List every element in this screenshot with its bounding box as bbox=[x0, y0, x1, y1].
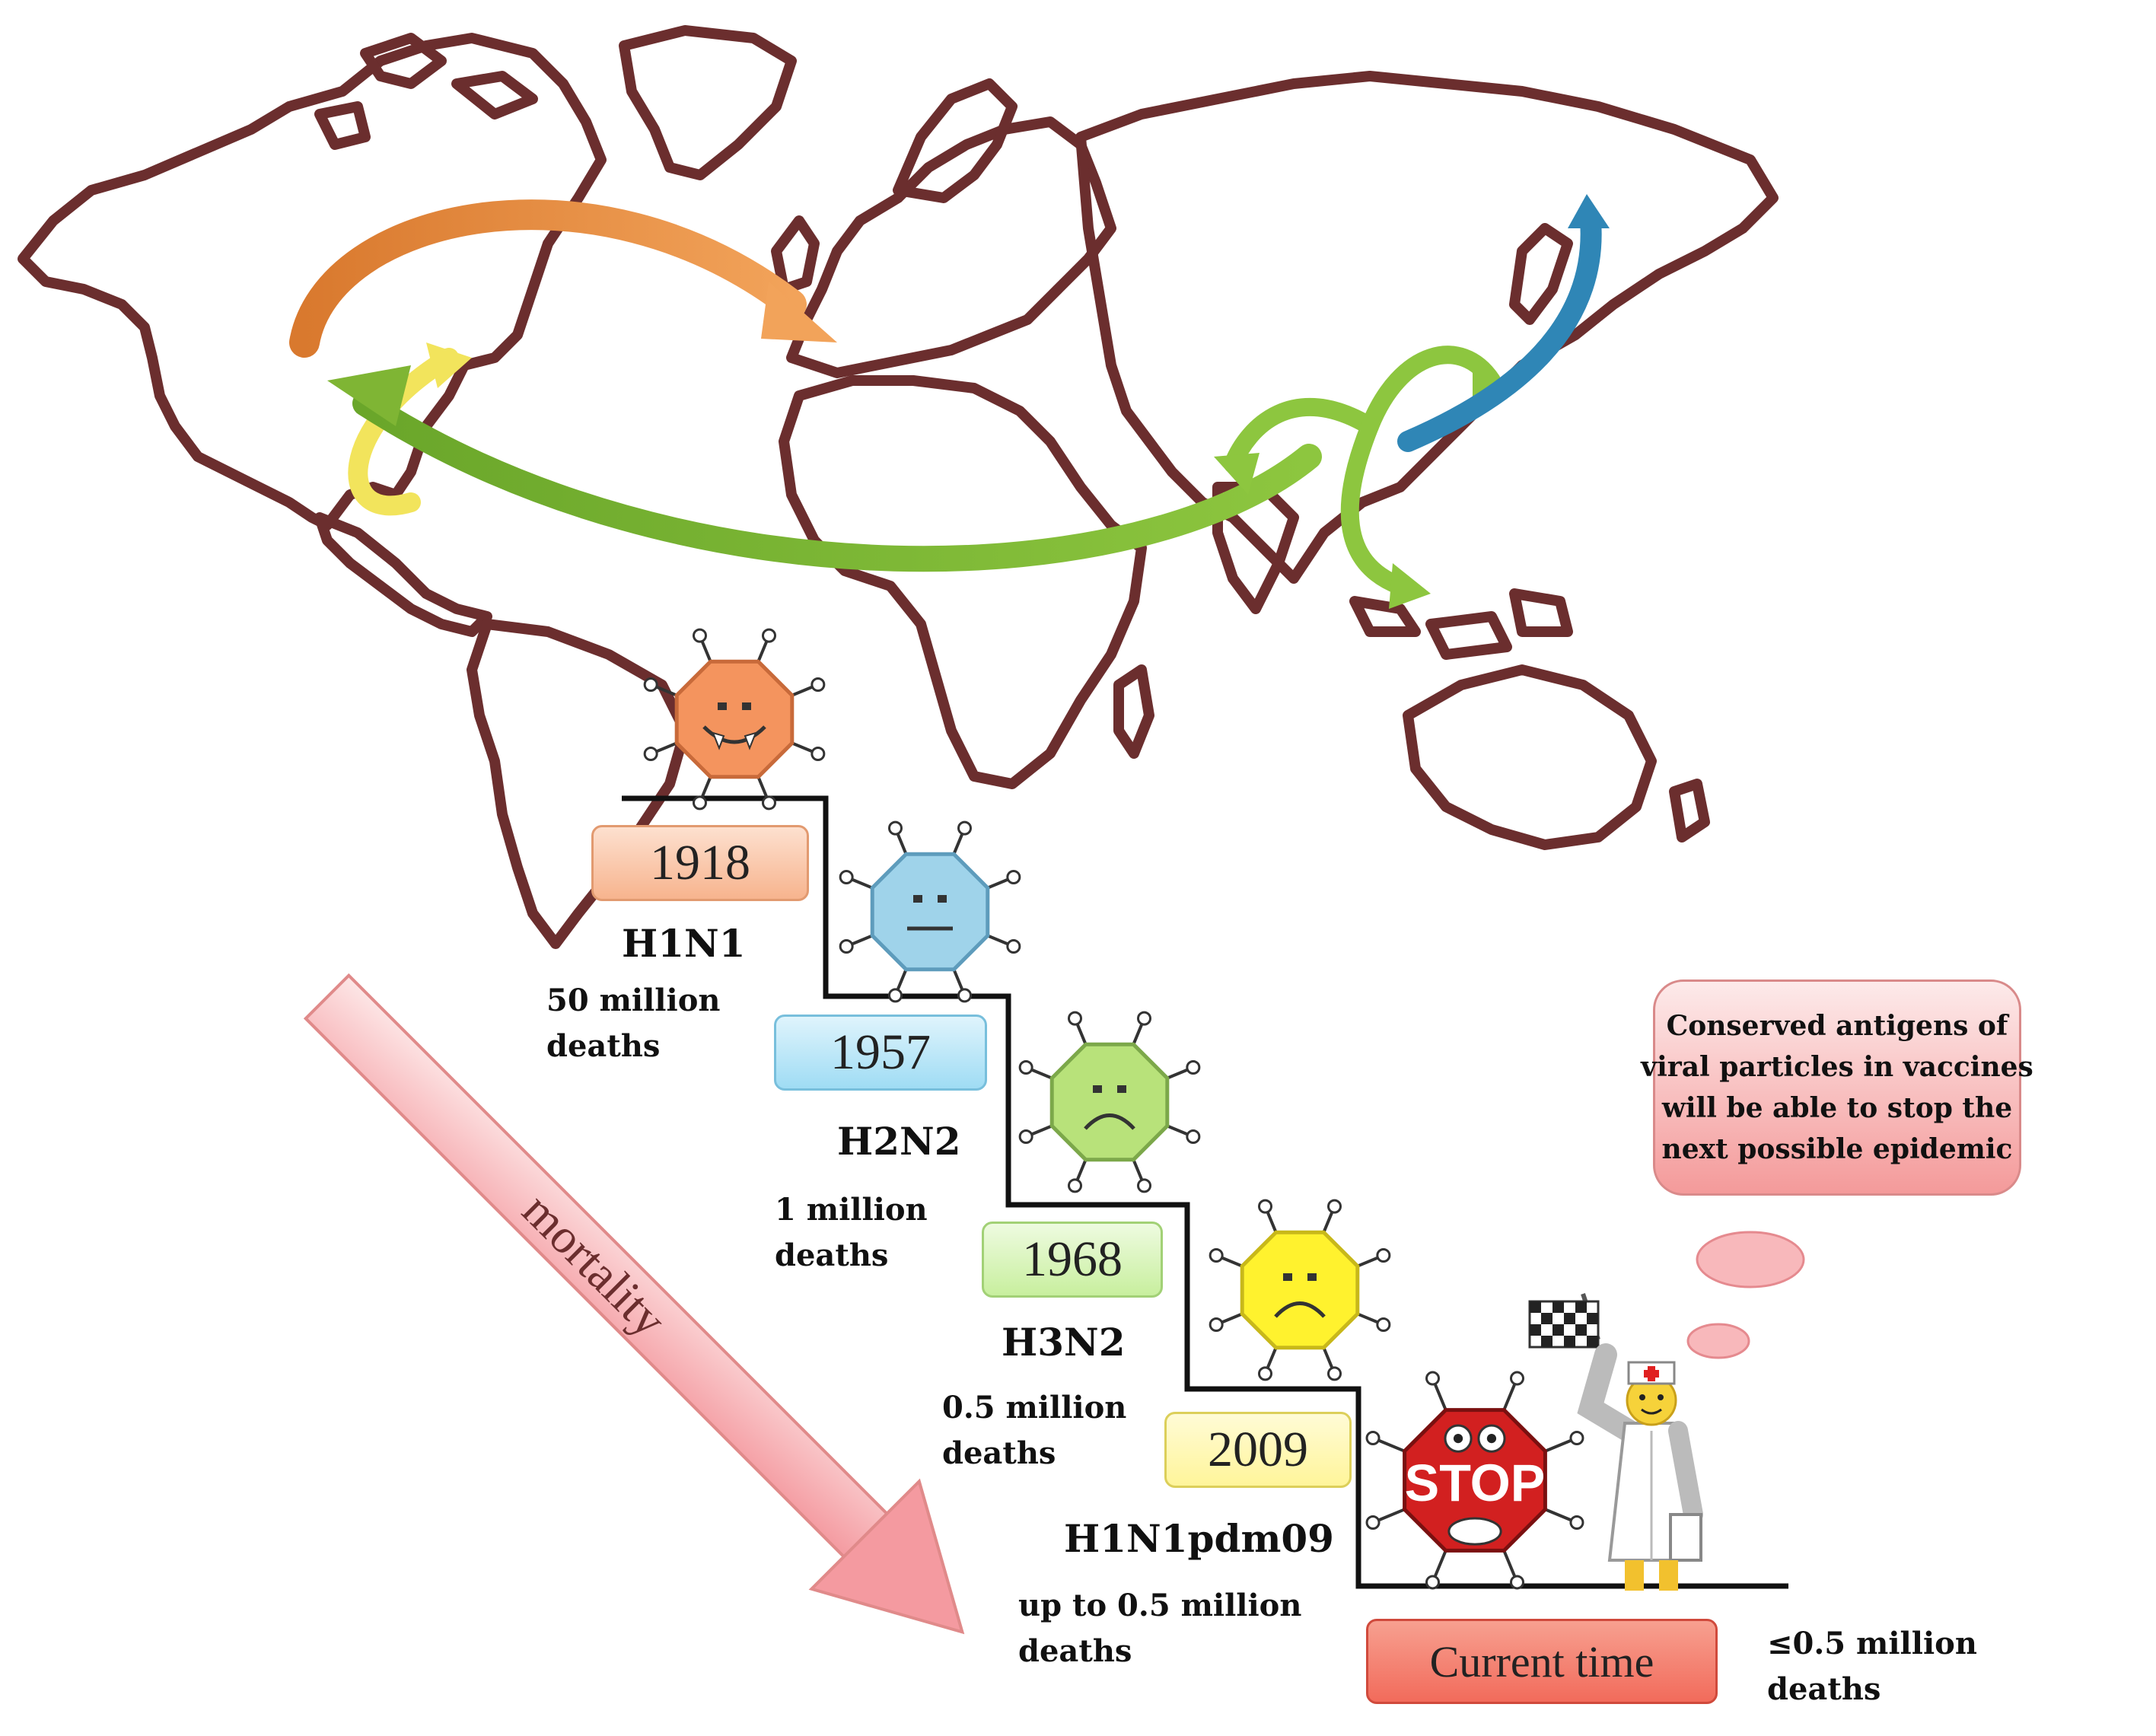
thought-bubble-small bbox=[1686, 1323, 1750, 1359]
africa-outline bbox=[779, 375, 1147, 789]
callout-line-3: will be able to stop the bbox=[1661, 1092, 2013, 1124]
callout-line-4: next possible epidemic bbox=[1661, 1133, 2013, 1165]
deaths-current-line2: deaths bbox=[1767, 1671, 1881, 1707]
year-box-1957: 1957 bbox=[774, 1015, 987, 1091]
virus-1968-icon bbox=[1018, 1011, 1201, 1193]
strain-label-h3n2: H3N2 bbox=[1002, 1320, 1126, 1365]
arrow-1918-spread bbox=[289, 199, 807, 358]
japan-outline bbox=[1509, 223, 1573, 325]
arrow-1957-branch-west-head bbox=[1214, 453, 1260, 495]
strain-label-h1n1pdm09: H1N1pdm09 bbox=[1064, 1516, 1334, 1561]
deaths-1968-line1: 0.5 million bbox=[942, 1390, 1127, 1425]
deaths-1918: 50 million deaths bbox=[546, 978, 720, 1069]
thought-bubble-large bbox=[1696, 1231, 1805, 1288]
arrow-1957-head bbox=[327, 365, 411, 426]
doctor-icon bbox=[1528, 1293, 1703, 1591]
arrow-1957-branch-south-head bbox=[1389, 563, 1431, 609]
virus-icons: STOP bbox=[643, 628, 1584, 1590]
virus-1957-icon bbox=[839, 820, 1021, 1003]
deaths-1968-line2: deaths bbox=[942, 1435, 1056, 1471]
virus-1918-icon bbox=[643, 628, 826, 811]
madagascar-outline bbox=[1113, 664, 1154, 759]
spread-arrows bbox=[289, 194, 1610, 609]
callout-line-2: viral particles in vaccines bbox=[1641, 1051, 2033, 1083]
deaths-1918-line2: deaths bbox=[546, 1028, 661, 1064]
arrow-2009-spread bbox=[1397, 210, 1602, 452]
deaths-1957-line1: 1 million bbox=[775, 1192, 928, 1228]
deaths-1957-line2: deaths bbox=[775, 1237, 889, 1273]
current-time-box: Current time bbox=[1366, 1619, 1718, 1704]
world-map bbox=[18, 25, 1779, 949]
stop-virus-icon: STOP bbox=[1365, 1371, 1584, 1590]
callout-bubble: Conserved antigens of viral particles in… bbox=[1641, 979, 2033, 1196]
deaths-1957: 1 million deaths bbox=[775, 1187, 928, 1279]
arrow-1918-head bbox=[761, 282, 837, 342]
deaths-2009: up to 0.5 million deaths bbox=[1018, 1583, 1301, 1674]
scandinavia-outline bbox=[893, 78, 1017, 203]
north-america-outline bbox=[18, 33, 607, 530]
strain-label-h1n1: H1N1 bbox=[622, 921, 746, 966]
arrow-1957-branch-south bbox=[1340, 417, 1409, 595]
timeline-staircase bbox=[622, 795, 1788, 1589]
new-zealand-outline bbox=[1669, 779, 1710, 843]
arrow-1968-loop bbox=[348, 348, 459, 516]
year-box-2009: 2009 bbox=[1164, 1412, 1352, 1488]
central-america-outline bbox=[314, 512, 492, 637]
south-america-outline bbox=[467, 619, 690, 949]
deaths-2009-line1: up to 0.5 million bbox=[1018, 1588, 1302, 1623]
deaths-1968: 0.5 million deaths bbox=[942, 1385, 1126, 1476]
virus-2009-icon bbox=[1209, 1199, 1391, 1381]
deaths-current: ≤0.5 million deaths bbox=[1767, 1621, 1977, 1712]
deaths-2009-line2: deaths bbox=[1018, 1633, 1132, 1669]
deaths-current-line1: ≤0.5 million bbox=[1767, 1626, 1977, 1661]
indonesia-islands bbox=[1349, 588, 1573, 660]
year-box-1918: 1918 bbox=[591, 825, 809, 901]
year-box-1968: 1968 bbox=[982, 1222, 1163, 1298]
strain-label-h2n2: H2N2 bbox=[837, 1119, 961, 1164]
deaths-1918-line1: 50 million bbox=[546, 983, 721, 1018]
greenland-outline bbox=[619, 25, 797, 180]
arrow-2009-head bbox=[1568, 194, 1610, 228]
mortality-label: mortality bbox=[512, 1183, 677, 1347]
asia-outline bbox=[1075, 71, 1779, 584]
canada-islands bbox=[314, 33, 538, 150]
europe-outline bbox=[786, 116, 1116, 378]
arrow-1957-branch-west bbox=[1224, 397, 1379, 473]
australia-outline bbox=[1403, 664, 1657, 850]
stop-sign-label: STOP bbox=[1405, 1454, 1546, 1512]
callout-line-1: Conserved antigens of bbox=[1666, 1010, 2008, 1042]
arrow-1968-head bbox=[426, 342, 472, 388]
checkered-flag-icon bbox=[1528, 1300, 1600, 1349]
arrow-1957-spread bbox=[352, 390, 1322, 572]
